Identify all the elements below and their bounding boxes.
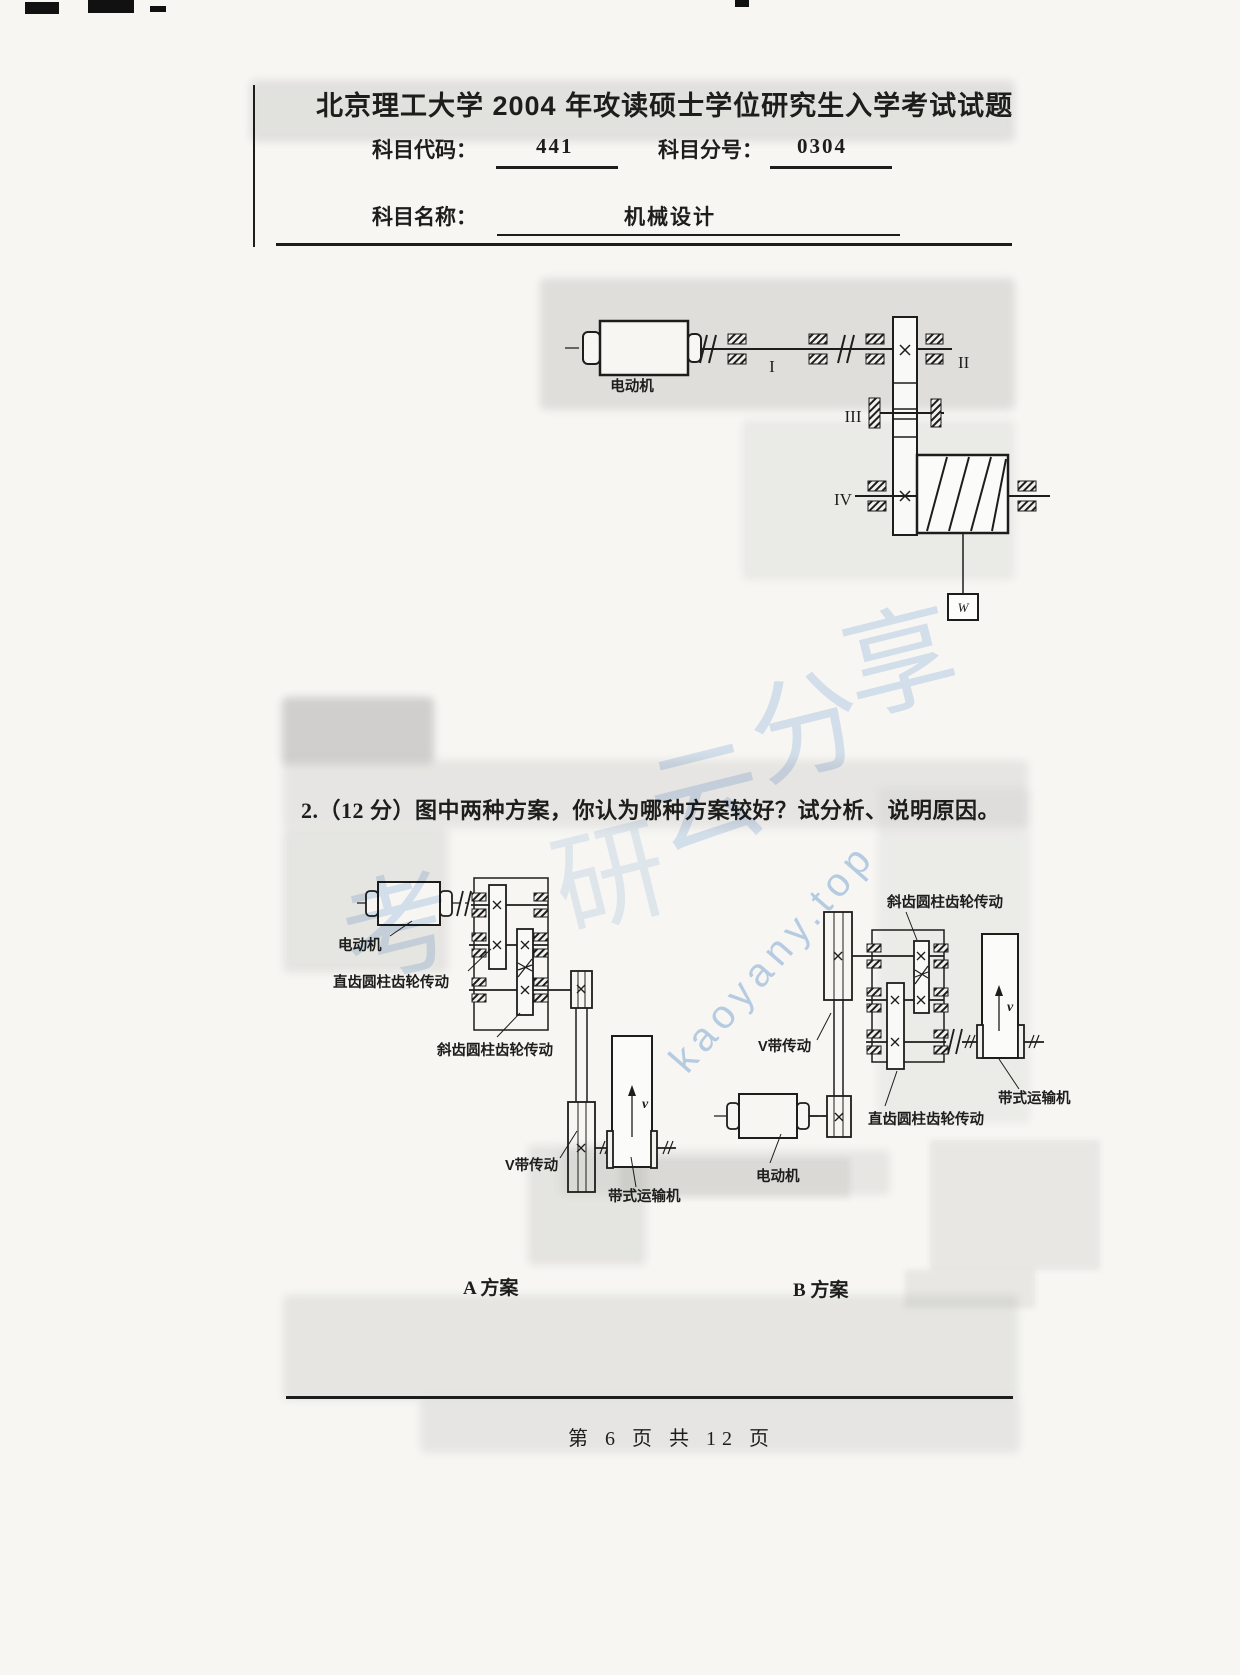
subject-no-value: 0304 [797,134,847,158]
motor-end-cap [439,890,453,917]
leader-line [905,911,918,941]
motor-end-cap [582,331,601,365]
scheme-b-helical-label: 斜齿圆柱齿轮传动 [886,893,1003,911]
scheme-a-diagram: 电动机 [333,877,681,1299]
leader-line [998,1058,1020,1090]
weight-box [947,593,979,621]
motor-end-cap [687,333,702,363]
main-transmission-diagram: 电动机 I II [565,316,1050,621]
gear-x-mark [576,984,586,1153]
shaft-break-mark [1028,1034,1040,1049]
scheme-a-vbelt-label: V带传动 [505,1156,558,1174]
subject-name-label: 科目名称： [372,206,477,229]
bearing-icon [866,943,949,1055]
small-pulley [570,970,593,1009]
scheme-b-motor-label: 电动机 [756,1167,800,1185]
helical-gear-column [516,928,534,1016]
weight-label: W [958,600,970,615]
gear-x-mark [833,951,844,1122]
footer-rule [286,1396,1013,1399]
shaft-break-mark [964,1034,976,1049]
shaft-break-mark [662,1140,674,1155]
subject-name-underline [497,234,900,236]
helical-teeth-mark [517,958,533,978]
shaft-I-label: I [769,357,775,376]
leader-line [769,1133,782,1164]
spur-gear-column [886,982,905,1070]
bearing-icon [471,892,549,1003]
gear-x-mark [492,900,530,995]
drum-hatching [926,456,1007,532]
footer-page-number: 第 6 页 共 12 页 [568,1428,775,1450]
subject-no-label: 科目分号： [658,139,763,162]
subject-name-value: 机械设计 [624,206,716,229]
motor-body [598,319,690,377]
motor-end-cap [365,890,379,917]
scheme-a-motor-label: 电动机 [338,936,382,954]
question-2-text: 2.（12 分）图中两种方案，你认为哪种方案较好？试分析、说明原因。 [301,798,1001,823]
shaft-IV-label: IV [834,490,853,509]
leader-line [467,948,492,972]
bearing-icon [727,333,944,365]
coupling-icon [699,334,717,364]
small-pulley [826,1095,852,1138]
velocity-arrowhead [628,1085,636,1096]
scheme-a-helical-label: 斜齿圆柱齿轮传动 [436,1041,553,1059]
conveyor-pulley-flange [606,1130,614,1169]
scheme-b-vbelt-label: V带传动 [758,1037,811,1055]
gear-column [892,316,918,536]
coupling-icon [947,1028,963,1055]
bearing-icon [868,397,881,429]
motor-label: 电动机 [610,377,654,395]
leader-line [630,1156,637,1188]
bearing-icon [930,398,942,428]
motor-end-cap [726,1102,740,1130]
big-pulley [567,1101,596,1193]
motor-end-cap [796,1102,810,1130]
coupling-icon [837,334,855,364]
subject-code-value: 441 [536,134,574,158]
scheme-a-spur-label: 直齿圆柱齿轮传动 [333,973,449,991]
scheme-b-spur-label: 直齿圆柱齿轮传动 [868,1110,984,1128]
scheme-a-name: A 方案 [463,1276,519,1299]
shaft-II-label: II [958,353,970,372]
leader-line [816,1012,832,1041]
header-left-rule [253,85,255,247]
leader-line [884,1070,898,1107]
spur-gear-column [488,884,507,970]
subject-code-label: 科目代码： [372,139,477,162]
bearing-icon [867,480,1037,512]
subject-code-underline [496,166,618,169]
shaft-III-label: III [845,407,862,426]
motor-body [377,881,441,926]
scheme-a-velocity-label: v [642,1097,649,1112]
scheme-b-diagram: 电动机 V带传动 [714,893,1071,1301]
subject-no-underline [770,166,892,169]
motor-body [738,1093,798,1139]
coupling-icon [456,890,472,917]
conveyor-pulley-flange [976,1024,984,1059]
scheme-b-velocity-label: v [1007,1000,1014,1015]
scheme-a-conveyor-label: 带式运输机 [608,1187,681,1205]
leader-line [559,1130,578,1159]
helical-teeth-mark [914,965,929,985]
header-bottom-rule [276,243,1012,246]
page-title: 北京理工大学 2004 年攻读硕士学位研究生入学考试试题 [316,91,1014,121]
conveyor-pulley-flange [1017,1024,1025,1059]
scheme-b-name: B 方案 [793,1278,849,1301]
leader-line [496,1012,521,1038]
leader-line [389,920,413,937]
conveyor-pulley-flange [650,1130,658,1169]
velocity-arrowhead [995,985,1003,996]
scheme-b-conveyor-label: 带式运输机 [998,1089,1071,1107]
gear-x-mark [890,951,926,1047]
